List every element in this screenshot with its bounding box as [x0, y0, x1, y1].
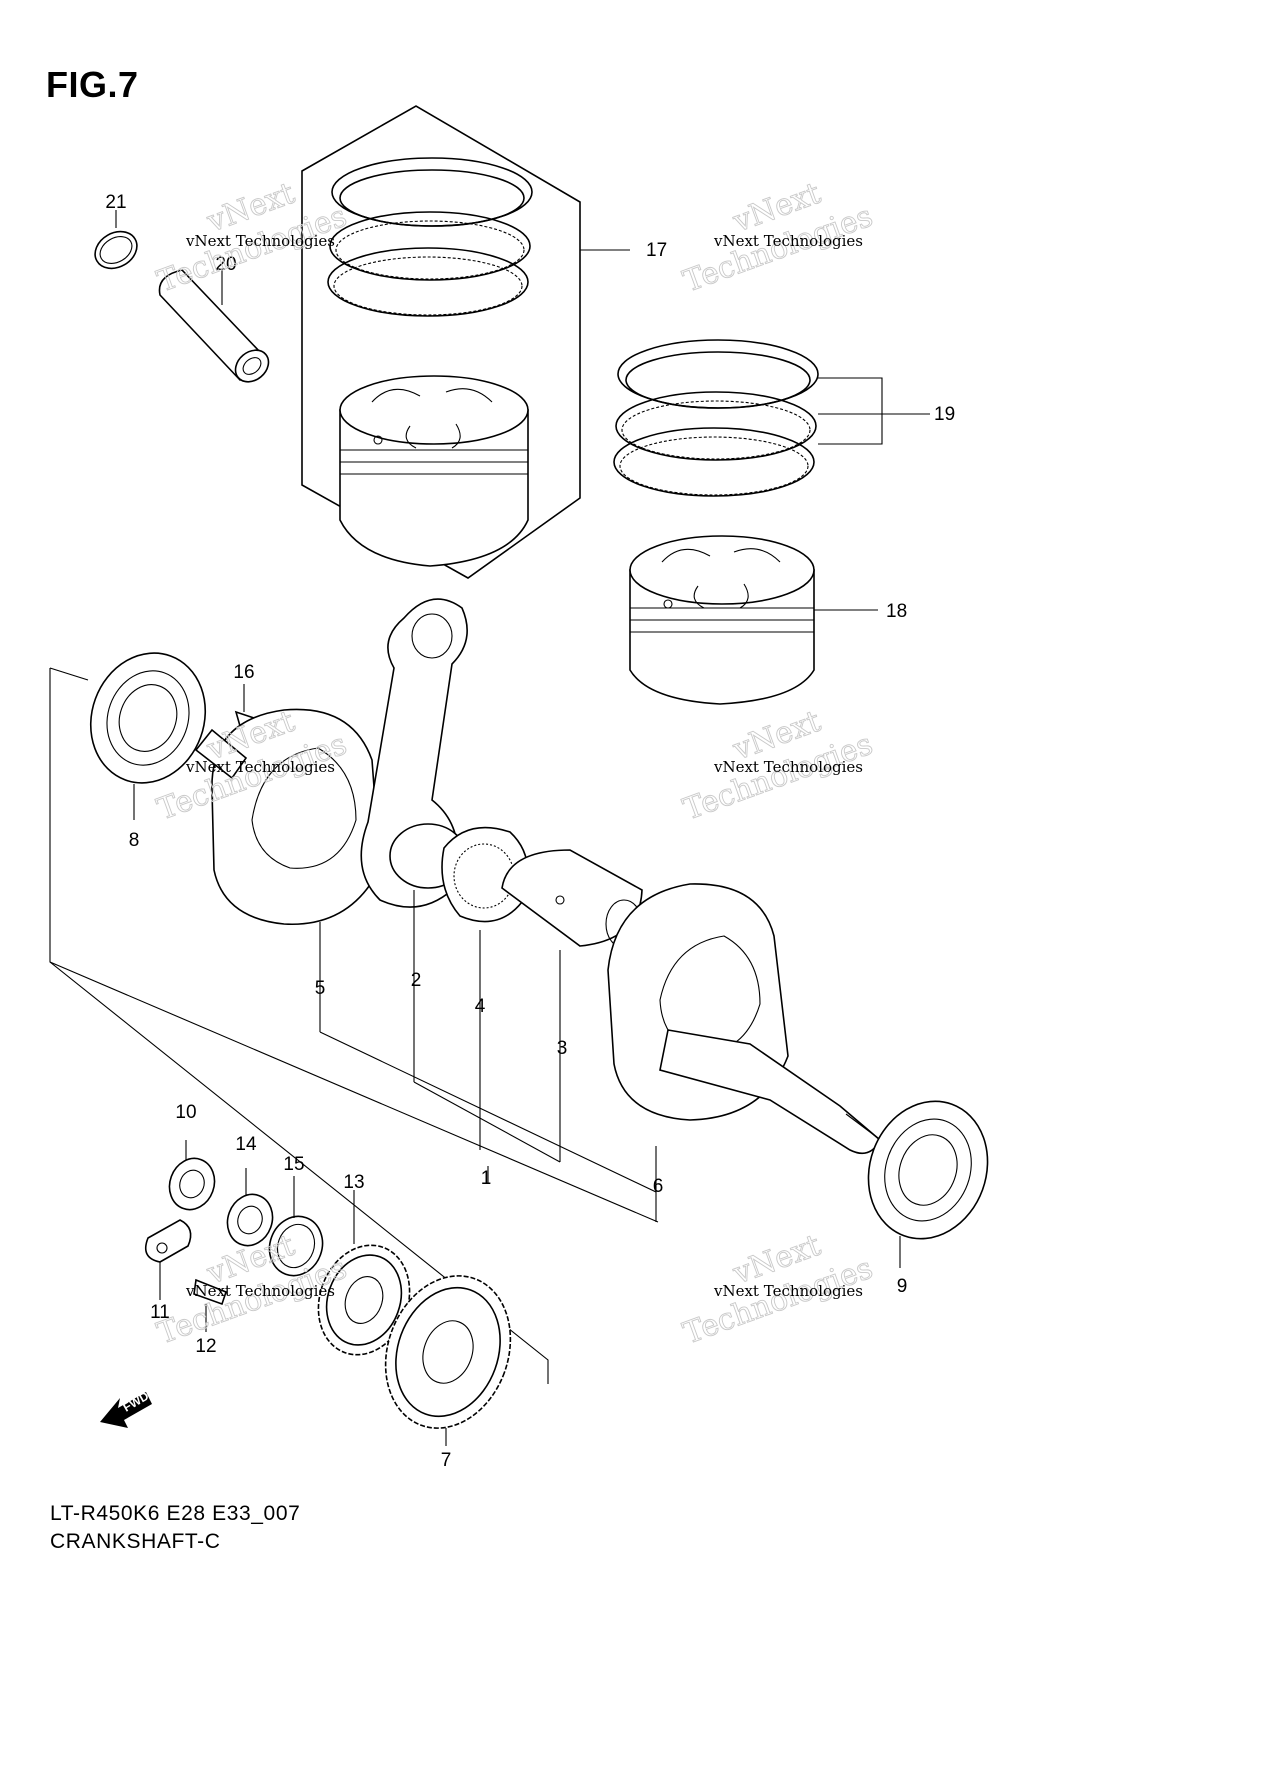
watermark-6: vNext Technologies vNext Technologies [678, 1227, 877, 1352]
svg-text:vNext Technologies: vNext Technologies [185, 758, 335, 776]
figure-title: FIG.7 [46, 64, 139, 105]
callout-10: 10 [175, 1102, 196, 1123]
callout-6: 6 [653, 1176, 664, 1197]
piston [629, 535, 878, 705]
watermark-2: vNext Technologies vNext Technologies [678, 175, 877, 300]
callout-8: 8 [129, 830, 140, 851]
callout-18: 18 [886, 601, 907, 622]
piston-in-kit [339, 375, 529, 567]
callout-3: 3 [557, 1038, 568, 1059]
callout-1: 1 [481, 1168, 492, 1189]
callout-labels: 1 2 3 4 5 6 7 8 9 10 11 12 13 14 15 16 1… [105, 192, 955, 1471]
callout-7: 7 [441, 1450, 452, 1471]
svg-text:vNext Technologies: vNext Technologies [185, 1282, 335, 1300]
bearing-right [867, 1100, 989, 1268]
fwd-arrow-icon: FWD [100, 1389, 152, 1428]
callout-12: 12 [195, 1336, 216, 1357]
washer [268, 1176, 324, 1277]
figure-name: CRANKSHAFT-C [50, 1530, 221, 1553]
callout-16: 16 [233, 662, 254, 683]
callout-11: 11 [150, 1302, 170, 1323]
piston-pin [158, 269, 270, 383]
callout-2: 2 [411, 970, 422, 991]
watermark-1: vNext Technologies vNext Technologies [152, 175, 351, 300]
piston-ring-set-right [613, 339, 930, 497]
figure-code: LT-R450K6 E28 E33_007 [50, 1502, 301, 1525]
callout-14: 14 [235, 1134, 257, 1155]
crank-web-right [607, 883, 881, 1192]
callout-9: 9 [897, 1276, 908, 1297]
callout-17: 17 [646, 240, 667, 261]
driven-gear [384, 1275, 512, 1446]
svg-text:vNext Technologies: vNext Technologies [185, 232, 335, 250]
bearing-left [89, 652, 207, 820]
callout-4: 4 [475, 996, 486, 1017]
callout-5: 5 [315, 978, 326, 999]
watermark-4: vNext Technologies vNext Technologies [678, 703, 877, 828]
piston-kit-box [301, 105, 630, 579]
svg-text:vNext Technologies: vNext Technologies [713, 758, 863, 776]
spacer [226, 1168, 274, 1247]
svg-text:vNext Technologies: vNext Technologies [713, 232, 863, 250]
piston-ring-set [327, 157, 533, 317]
callout-19: 19 [934, 404, 955, 425]
svg-text:vNext Technologies: vNext Technologies [713, 1282, 863, 1300]
bushing [168, 1140, 216, 1211]
callout-15: 15 [283, 1154, 304, 1175]
lock-plate [144, 1219, 192, 1300]
bolt [193, 1278, 227, 1332]
callout-21: 21 [105, 192, 126, 213]
callout-20: 20 [215, 254, 236, 275]
circlip [94, 230, 138, 270]
callout-13: 13 [343, 1172, 364, 1193]
crank-pin [501, 849, 643, 1162]
assembly-bracket [49, 667, 659, 1384]
